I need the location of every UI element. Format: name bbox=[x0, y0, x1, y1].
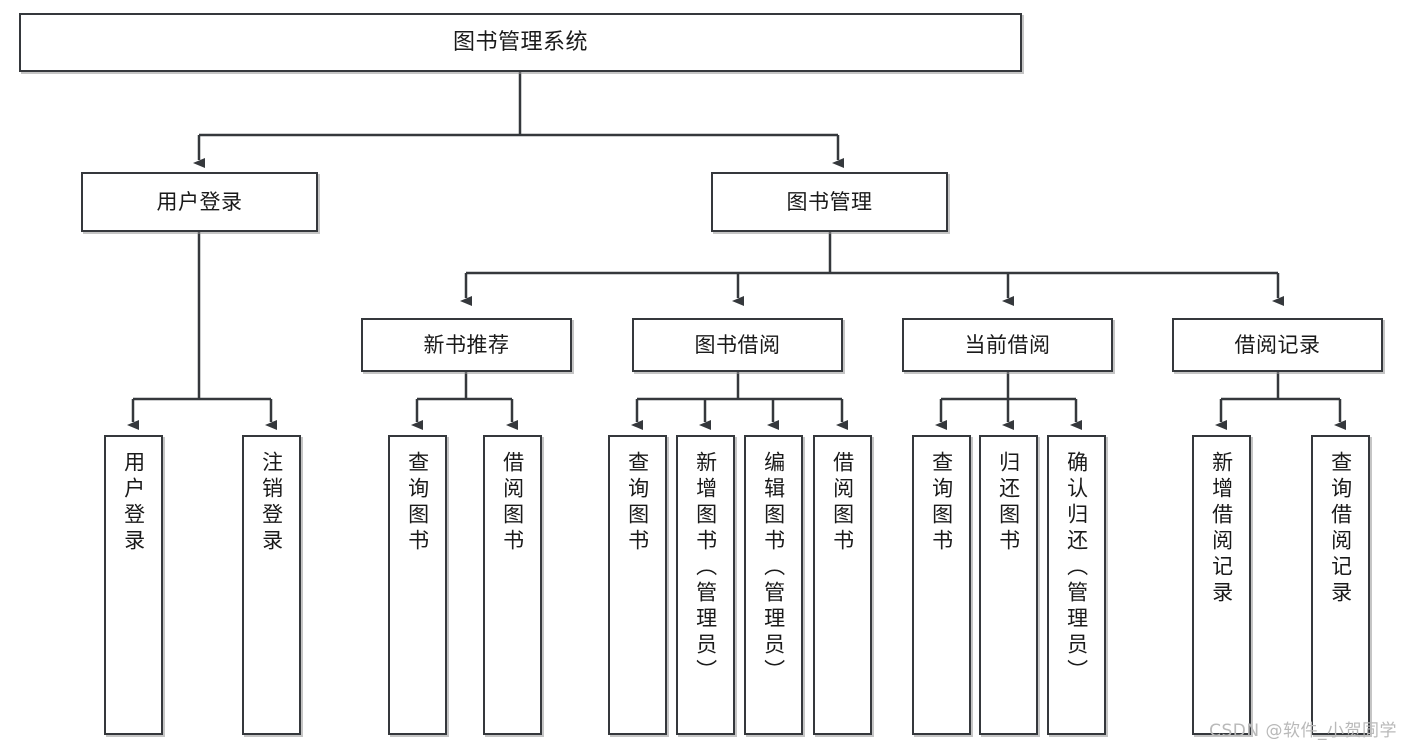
node-leaf-query-book-cur-label: 查询图书 bbox=[929, 451, 954, 555]
node-book-manage[interactable]: 图书管理 bbox=[711, 172, 948, 232]
node-leaf-add-book[interactable]: 新增图书（管理员） bbox=[676, 435, 735, 735]
watermark: CSDN @软件_小贺同学 bbox=[1209, 721, 1397, 741]
node-leaf-user-login-label: 用户登录 bbox=[121, 451, 146, 555]
node-leaf-user-login[interactable]: 用户登录 bbox=[104, 435, 163, 735]
node-borrow-record-label: 借阅记录 bbox=[1234, 332, 1321, 357]
node-new-book-rec[interactable]: 新书推荐 bbox=[361, 318, 572, 372]
node-leaf-add-record[interactable]: 新增借阅记录 bbox=[1192, 435, 1251, 735]
node-leaf-confirm-return[interactable]: 确认归还（管理员） bbox=[1047, 435, 1106, 735]
node-current-borrow-label: 当前借阅 bbox=[964, 332, 1051, 357]
node-leaf-add-book-label: 新增图书（管理员） bbox=[693, 451, 718, 685]
node-leaf-borrow-book-rec[interactable]: 借阅图书 bbox=[483, 435, 542, 735]
node-leaf-logout-label: 注销登录 bbox=[259, 451, 284, 555]
node-leaf-return-book[interactable]: 归还图书 bbox=[979, 435, 1038, 735]
node-root-label: 图书管理系统 bbox=[452, 29, 588, 55]
node-leaf-edit-book-label: 编辑图书（管理员） bbox=[761, 451, 786, 685]
node-leaf-edit-book[interactable]: 编辑图书（管理员） bbox=[744, 435, 803, 735]
node-book-borrow[interactable]: 图书借阅 bbox=[632, 318, 843, 372]
node-user-login[interactable]: 用户登录 bbox=[81, 172, 318, 232]
node-user-login-label: 用户登录 bbox=[156, 189, 243, 214]
node-leaf-logout[interactable]: 注销登录 bbox=[242, 435, 301, 735]
node-leaf-add-record-label: 新增借阅记录 bbox=[1209, 451, 1234, 607]
node-leaf-return-book-label: 归还图书 bbox=[996, 451, 1021, 555]
node-leaf-borrow-book[interactable]: 借阅图书 bbox=[813, 435, 872, 735]
node-book-borrow-label: 图书借阅 bbox=[694, 332, 781, 357]
node-leaf-borrow-book-rec-label: 借阅图书 bbox=[500, 451, 525, 555]
node-leaf-query-book-borrow-label: 查询图书 bbox=[625, 451, 650, 555]
node-current-borrow[interactable]: 当前借阅 bbox=[902, 318, 1113, 372]
node-new-book-rec-label: 新书推荐 bbox=[423, 332, 510, 357]
node-leaf-query-record[interactable]: 查询借阅记录 bbox=[1311, 435, 1370, 735]
node-leaf-query-record-label: 查询借阅记录 bbox=[1328, 451, 1353, 607]
node-book-manage-label: 图书管理 bbox=[786, 189, 873, 214]
node-leaf-borrow-book-label: 借阅图书 bbox=[830, 451, 855, 555]
node-leaf-query-book-borrow[interactable]: 查询图书 bbox=[608, 435, 667, 735]
node-leaf-confirm-return-label: 确认归还（管理员） bbox=[1064, 451, 1089, 685]
node-leaf-query-book-rec[interactable]: 查询图书 bbox=[388, 435, 447, 735]
node-root[interactable]: 图书管理系统 bbox=[19, 13, 1022, 72]
node-borrow-record[interactable]: 借阅记录 bbox=[1172, 318, 1383, 372]
node-leaf-query-book-rec-label: 查询图书 bbox=[405, 451, 430, 555]
node-leaf-query-book-cur[interactable]: 查询图书 bbox=[912, 435, 971, 735]
